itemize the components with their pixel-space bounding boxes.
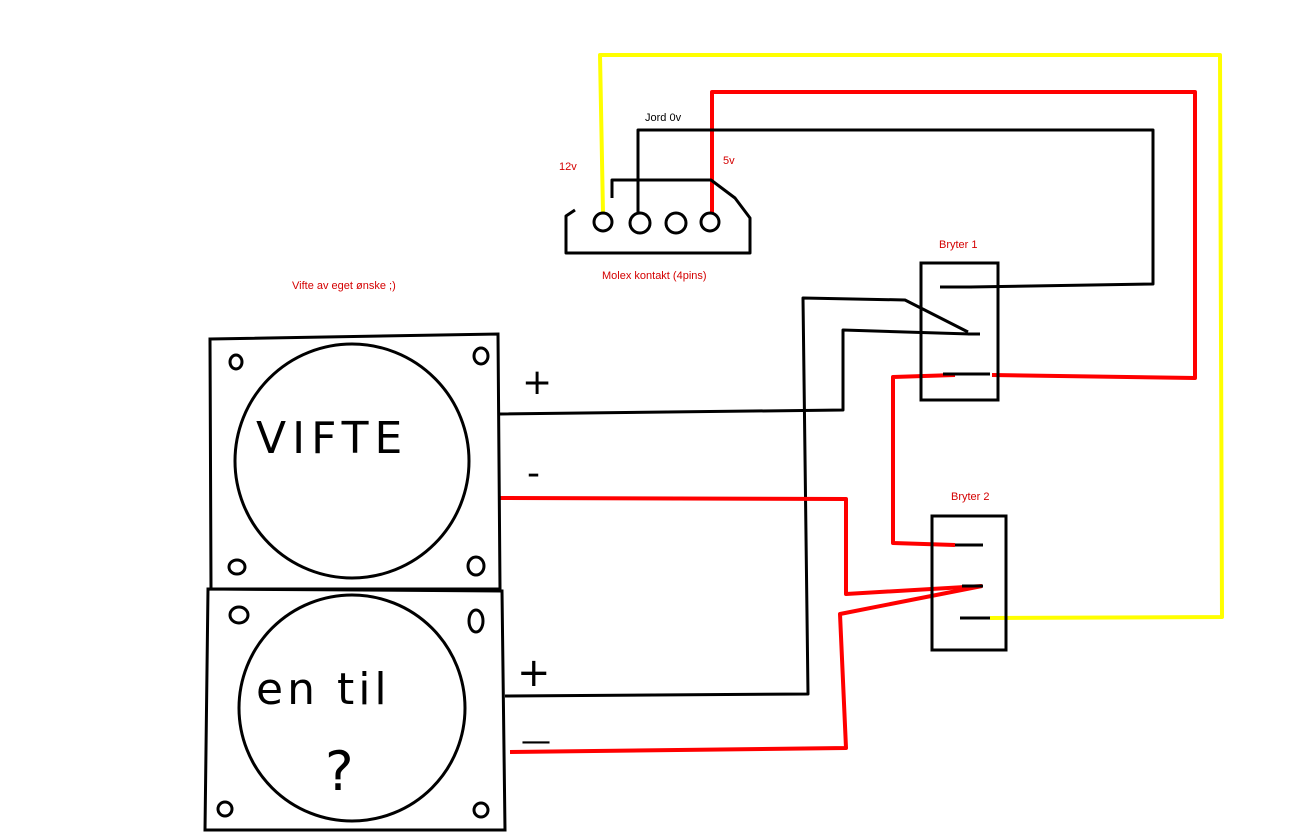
fan1-label: VIFTE	[256, 413, 408, 464]
fan2-plus-label: +	[517, 650, 551, 696]
molex-pin-5v	[699, 211, 721, 233]
wire-fan2-minus	[509, 584, 983, 754]
molex-pin-ground-1	[628, 211, 652, 235]
wire-12v-yellow	[598, 53, 1224, 620]
label-5v: 5v	[723, 155, 735, 167]
fan2-question-mark: ?	[325, 740, 354, 803]
molex-pin-ground-2	[664, 211, 688, 235]
fan2-screw-hole-bl	[216, 800, 234, 818]
fan-note: Vifte av eget ønske ;)	[292, 280, 396, 292]
molex-title: Molex kontakt (4pins)	[602, 270, 707, 282]
wire-fan1-plus	[499, 328, 971, 416]
fan1-screw-hole-tr	[472, 346, 490, 366]
wire-ground-black	[636, 128, 1155, 289]
switch-1	[919, 261, 1000, 402]
fan-2	[203, 587, 507, 832]
fan1-screw-hole-bl	[227, 558, 247, 576]
fan2-screw-hole-tl	[228, 605, 250, 625]
switch2-label: Bryter 2	[951, 491, 990, 503]
fan2-label: en til	[256, 664, 391, 715]
molex-connector	[564, 178, 752, 255]
fan1-screw-hole-br	[466, 555, 486, 577]
wire-fan2-plus	[504, 296, 969, 698]
wire-switch-link-red	[891, 373, 956, 547]
molex-pin-12v	[592, 211, 614, 233]
switch-2	[930, 514, 1008, 652]
label-ground: Jord 0v	[645, 112, 682, 124]
fan-1	[208, 332, 502, 591]
fan2-screw-hole-tr	[467, 608, 485, 634]
wire-fan1-minus	[497, 496, 983, 596]
fan1-minus-label: -	[527, 453, 540, 494]
fan1-plus-label: +	[522, 362, 552, 403]
fan2-screw-hole-br	[472, 801, 490, 819]
label-12v: 12v	[559, 161, 577, 173]
fan1-screw-hole-tl	[228, 353, 244, 371]
fan2-minus-label: —	[521, 724, 551, 759]
wire-5v-red	[710, 90, 1197, 380]
switch1-label: Bryter 1	[939, 239, 978, 251]
